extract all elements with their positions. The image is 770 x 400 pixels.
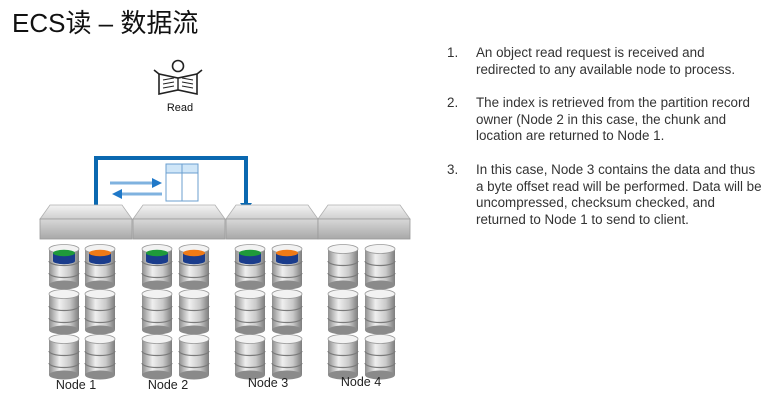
- node-top-surface: [39, 204, 133, 220]
- disk-icon: [327, 289, 359, 335]
- disk-icon: [327, 244, 359, 290]
- step-item: 2. The index is retrieved from the parti…: [447, 95, 765, 145]
- storage-node: Node 3: [225, 204, 319, 390]
- disk-icon: [364, 289, 396, 335]
- disk-icon: [271, 334, 303, 380]
- node-top-surface: [317, 204, 411, 220]
- read-label: Read: [167, 102, 193, 114]
- disk-icon: [48, 289, 80, 335]
- disk-icon: [48, 244, 80, 290]
- node-label: Node 4: [341, 375, 381, 389]
- disk-icon: [84, 244, 116, 290]
- disk-icon: [271, 289, 303, 335]
- disk-icon: [178, 334, 210, 380]
- node-label: Node 1: [56, 378, 96, 392]
- disk-icon: [141, 334, 173, 380]
- read-path-line: [94, 156, 248, 205]
- node-label: Node 3: [248, 376, 288, 390]
- step-number: 2.: [447, 95, 459, 111]
- reader-icon: [153, 59, 203, 95]
- disk-icon: [327, 334, 359, 380]
- node-front-panel: [225, 218, 319, 240]
- disk-icon: [141, 289, 173, 335]
- step-text: In this case, Node 3 contains the data a…: [476, 161, 762, 227]
- step-number: 3.: [447, 161, 459, 177]
- node-top-surface: [132, 204, 226, 220]
- slide-title: ECS读 – 数据流: [12, 8, 199, 38]
- steps-list: 1. An object read request is received an…: [447, 45, 765, 245]
- storage-node: Node 2: [132, 204, 226, 392]
- index-exchange-arrows: [110, 178, 162, 199]
- node-front-panel: [132, 218, 226, 240]
- step-number: 1.: [447, 45, 459, 60]
- index-table: [165, 163, 199, 202]
- disk-icon: [234, 244, 266, 290]
- disk-icon: [84, 289, 116, 335]
- step-text: The index is retrieved from the partitio…: [476, 95, 750, 144]
- storage-node: Node 1: [39, 204, 133, 392]
- storage-node: Node 4: [317, 204, 411, 389]
- disk-icon: [178, 244, 210, 290]
- disk-icon: [364, 244, 396, 290]
- node-label: Node 2: [148, 378, 188, 392]
- disk-icon: [234, 334, 266, 380]
- step-item: 3. In this case, Node 3 contains the dat…: [447, 162, 765, 228]
- disk-icon: [234, 289, 266, 335]
- disk-icon: [364, 334, 396, 380]
- disk-icon: [141, 244, 173, 290]
- node-front-panel: [39, 218, 133, 240]
- node-top-surface: [225, 204, 319, 220]
- disk-icon: [48, 334, 80, 380]
- disk-icon: [84, 334, 116, 380]
- step-item: 1. An object read request is received an…: [447, 45, 765, 78]
- step-text: An object read request is received and r…: [476, 45, 736, 77]
- node-front-panel: [317, 218, 411, 240]
- disk-icon: [271, 244, 303, 290]
- disk-icon: [178, 289, 210, 335]
